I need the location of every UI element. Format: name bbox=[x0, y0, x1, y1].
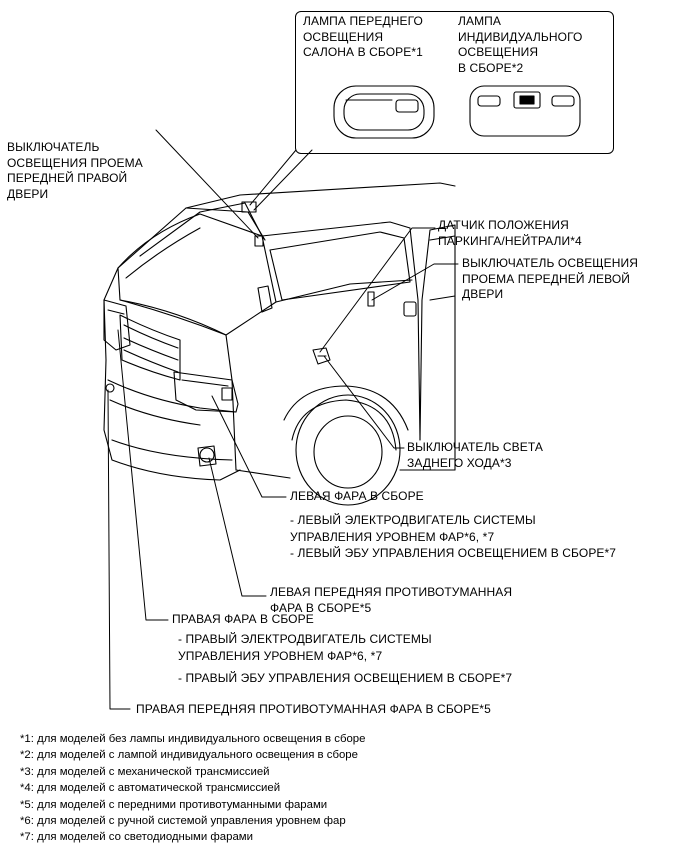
reverse-switch-label: ВЫКЛЮЧАТЕЛЬ СВЕТА ЗАДНЕГО ХОДА*3 bbox=[407, 440, 544, 470]
front-lamp-label: ЛАМПА ПЕРЕДНЕГО ОСВЕЩЕНИЯ САЛОНА В СБОРЕ… bbox=[303, 14, 423, 59]
footnote: *4: для моделей с автоматической трансми… bbox=[20, 782, 281, 795]
right-door-switch-label: ВЫКЛЮЧАТЕЛЬ ОСВЕЩЕНИЯ ПРОЕМА ПЕРЕДНЕЙ ПР… bbox=[7, 140, 143, 201]
footnote: *3: для моделей с механической трансмисс… bbox=[20, 765, 270, 778]
right-headlamp-details-1: - ПРАВЫЙ ЭЛЕКТРОДВИГАТЕЛЬ СИСТЕМЫ УПРАВЛ… bbox=[178, 632, 432, 663]
interior-lamp-callout bbox=[295, 11, 614, 154]
left-headlamp-details: - ЛЕВЫЙ ЭЛЕКТРОДВИГАТЕЛЬ СИСТЕМЫ УПРАВЛЕ… bbox=[290, 513, 617, 560]
left-headlamp-label: ЛЕВАЯ ФАРА В СБОРЕ bbox=[290, 489, 424, 503]
right-fog-label: ПРАВАЯ ПЕРЕДНЯЯ ПРОТИВОТУМАННАЯ ФАРА В С… bbox=[136, 702, 491, 716]
individual-lamp-label: ЛАМПА ИНДИВИДУАЛЬНОГО ОСВЕЩЕНИЯ В СБОРЕ*… bbox=[458, 14, 583, 75]
footnotes: *1: для моделей без лампы индивидуальног… bbox=[20, 731, 365, 846]
left-door-switch-label: ВЫКЛЮЧАТЕЛЬ ОСВЕЩЕНИЯ ПРОЕМА ПЕРЕДНЕЙ ЛЕ… bbox=[462, 256, 639, 301]
front-lamp-drawing bbox=[333, 85, 435, 139]
footnote: *1: для моделей без лампы индивидуальног… bbox=[20, 733, 366, 745]
footnote: *2: для моделей с лампой индивидуального… bbox=[20, 749, 358, 762]
right-headlamp-label: ПРАВАЯ ФАРА В СБОРЕ bbox=[172, 612, 314, 626]
footnote: *7: для моделей со светодиодными фарами bbox=[20, 831, 253, 844]
van-illustration bbox=[103, 182, 456, 506]
right-headlamp-details-2: - ПРАВЫЙ ЭБУ УПРАВЛЕНИЯ ОСВЕЩЕНИЕМ В СБО… bbox=[178, 671, 513, 685]
left-fog-label: ЛЕВАЯ ПЕРЕДНЯЯ ПРОТИВОТУМАННАЯ ФАРА В СБ… bbox=[270, 585, 513, 615]
individual-lamp-drawing bbox=[469, 85, 581, 137]
footnote: *6: для моделей с ручной системой управл… bbox=[20, 815, 346, 828]
park-neutral-sensor-label: ДАТЧИК ПОЛОЖЕНИЯ ПАРКИНГА/НЕЙТРАЛИ*4 bbox=[438, 218, 582, 248]
footnote: *5: для моделей с передними противотуман… bbox=[20, 798, 328, 811]
leader-lines bbox=[107, 129, 459, 710]
